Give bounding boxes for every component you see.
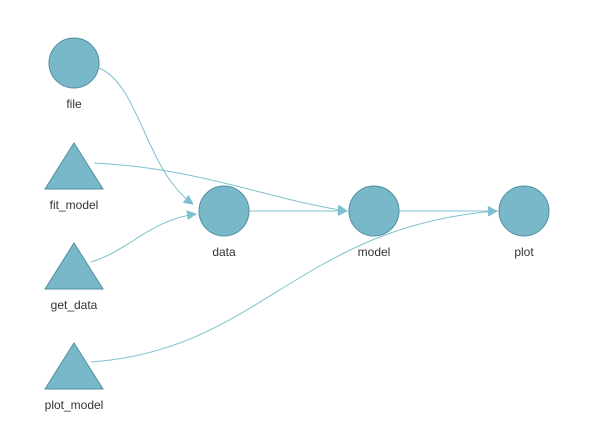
node-plot-label: plot — [514, 245, 534, 259]
node-data-circle[interactable] — [198, 185, 250, 237]
nodes-layer: file fit_model get_data plot_model data model… — [44, 37, 550, 412]
node-fit_model[interactable]: fit_model — [44, 142, 104, 212]
edge-fit_model-to-model — [93, 162, 348, 215]
node-get_data-label: get_data — [51, 298, 98, 312]
node-data[interactable]: data — [198, 185, 250, 259]
node-plot_model-triangle[interactable] — [44, 342, 104, 390]
node-model-circle[interactable] — [348, 185, 400, 237]
edge-file-to-data — [98, 67, 194, 205]
node-file-label: file — [66, 97, 82, 111]
node-fit_model-triangle[interactable] — [44, 142, 104, 190]
node-fit_model-label: fit_model — [50, 198, 99, 212]
node-get_data[interactable]: get_data — [44, 242, 104, 312]
node-get_data-triangle[interactable] — [44, 242, 104, 290]
node-file-circle[interactable] — [48, 37, 100, 89]
node-plot_model-label: plot_model — [45, 398, 104, 412]
node-plot_model[interactable]: plot_model — [44, 342, 104, 412]
node-plot-circle[interactable] — [498, 185, 550, 237]
edge-get_data-to-data — [90, 210, 197, 263]
node-data-label: data — [212, 245, 236, 259]
node-model[interactable]: model — [348, 185, 400, 259]
node-plot[interactable]: plot — [498, 185, 550, 259]
edge-plot_model-to-plot — [90, 206, 498, 363]
node-model-label: model — [358, 245, 391, 259]
node-file[interactable]: file — [48, 37, 100, 111]
edges-layer — [90, 67, 498, 363]
